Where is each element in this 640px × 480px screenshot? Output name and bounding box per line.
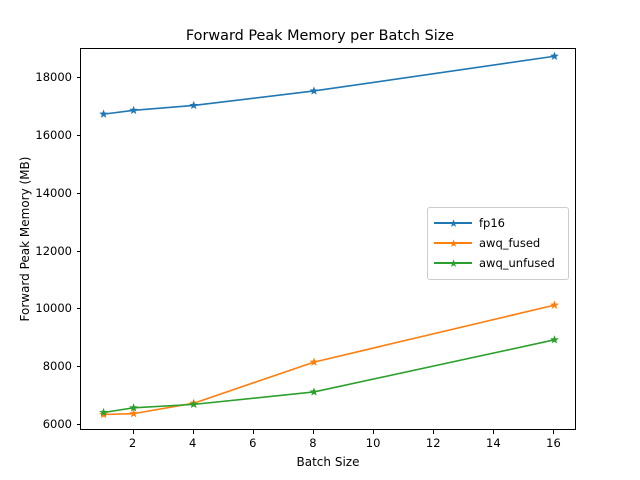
y-tickmark xyxy=(76,192,80,194)
legend-swatch-icon xyxy=(434,236,472,250)
data-point-marker xyxy=(309,387,319,396)
x-tickmark xyxy=(252,430,254,434)
data-point-marker xyxy=(189,100,199,110)
x-tickmark xyxy=(493,430,495,434)
legend-item-awq_unfused[interactable]: awq_unfused xyxy=(434,253,562,273)
x-tick-label: 4 xyxy=(189,436,197,450)
series-line xyxy=(102,55,556,115)
y-tickmark xyxy=(76,76,80,78)
series-awq_fused xyxy=(99,300,559,419)
data-point-marker xyxy=(99,109,108,118)
x-tickmark xyxy=(553,430,555,434)
series-line xyxy=(102,339,556,414)
star-marker-icon xyxy=(449,218,458,227)
y-tick-label: 12000 xyxy=(35,243,72,258)
series-line xyxy=(102,304,556,416)
y-tickmark xyxy=(76,424,80,426)
x-tick-label: 12 xyxy=(425,436,441,450)
x-tick-label: 14 xyxy=(486,436,501,450)
y-tick-label: 6000 xyxy=(42,417,72,432)
data-point-marker xyxy=(309,357,319,366)
x-tick-label: 10 xyxy=(365,436,381,450)
page-title: Forward Peak Memory per Batch Size xyxy=(185,28,455,44)
y-tickmark xyxy=(76,250,80,252)
y-tickmark xyxy=(76,308,80,310)
data-point-marker xyxy=(189,399,199,409)
data-point-marker xyxy=(129,105,138,115)
y-tick-label: 14000 xyxy=(35,185,72,200)
y-tick-label: 8000 xyxy=(42,359,72,374)
legend[interactable]: fp16 awq_fused awq_unfused xyxy=(427,207,569,280)
legend-swatch-icon xyxy=(434,216,472,230)
series-awq_unfused xyxy=(99,335,559,417)
data-point-marker xyxy=(550,335,559,344)
data-point-marker xyxy=(550,51,559,60)
data-point-marker xyxy=(129,403,138,412)
x-tick-label: 2 xyxy=(128,436,137,450)
x-tick-label: 8 xyxy=(309,436,317,450)
y-tick-label: 16000 xyxy=(35,127,72,142)
legend-label: awq_fused xyxy=(479,236,541,250)
x-tickmark xyxy=(433,430,435,434)
legend-item-fp16[interactable]: fp16 xyxy=(434,213,562,233)
x-tick-label: 16 xyxy=(546,436,561,450)
y-tick-label: 18000 xyxy=(35,69,72,84)
x-axis-label: Batch Size xyxy=(296,455,360,469)
star-marker-icon xyxy=(449,238,458,247)
data-point-marker xyxy=(129,409,138,418)
legend-label: awq_unfused xyxy=(479,256,555,270)
x-tickmark xyxy=(312,430,314,434)
data-point-marker xyxy=(99,407,108,417)
x-tickmark xyxy=(192,430,194,434)
x-tickmark xyxy=(373,430,375,434)
y-tick-label: 10000 xyxy=(35,301,72,316)
y-tickmark xyxy=(76,134,80,136)
x-tick-label: 6 xyxy=(249,436,257,450)
x-tickmark xyxy=(132,430,134,434)
legend-label: fp16 xyxy=(479,216,505,230)
series-fp16 xyxy=(99,51,559,118)
legend-item-awq_fused[interactable]: awq_fused xyxy=(434,233,562,253)
y-tickmark xyxy=(76,366,80,368)
data-point-marker xyxy=(550,300,559,309)
star-marker-icon xyxy=(449,258,458,267)
legend-swatch-icon xyxy=(434,256,472,270)
series-canvas xyxy=(99,51,559,419)
data-point-marker xyxy=(309,86,319,95)
